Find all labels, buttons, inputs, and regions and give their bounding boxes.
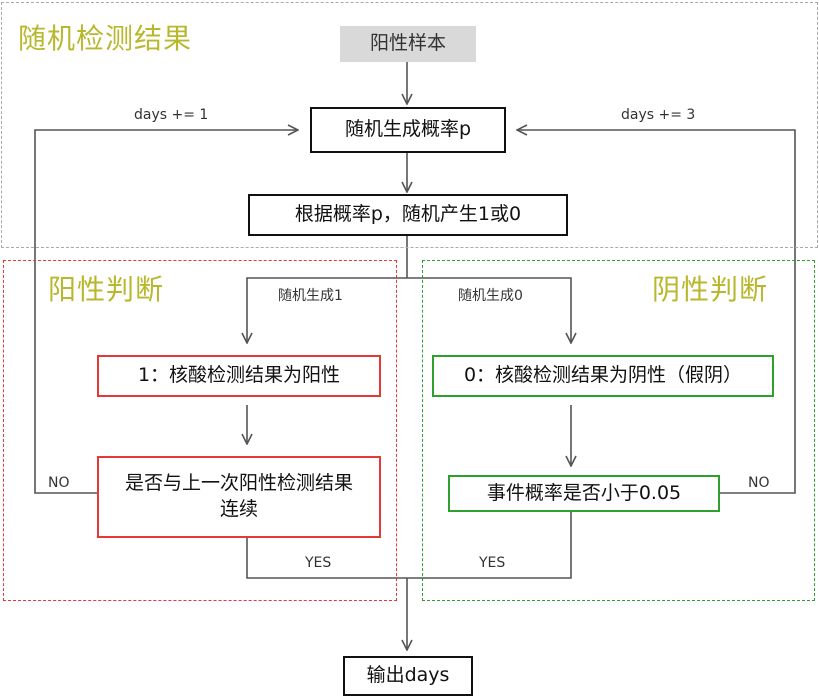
edge-pos-check-yes bbox=[246, 538, 407, 579]
gen-bit-node: 根据概率p，随机产生1或0 bbox=[248, 194, 568, 236]
output-node: 输出days bbox=[343, 656, 473, 696]
gen-p-node: 随机生成概率p bbox=[310, 107, 506, 153]
neg-result-node: 0：核酸检测结果为阴性（假阴） bbox=[432, 355, 774, 397]
positive-region-title: 阳性判断 bbox=[48, 273, 165, 306]
edge-split-to-neg bbox=[407, 277, 571, 343]
gen-0-label: 随机生成0 bbox=[458, 288, 523, 304]
days-plus-3-label: days += 3 bbox=[621, 107, 696, 123]
random-region-title: 随机检测结果 bbox=[18, 22, 193, 55]
edge-neg-check-yes bbox=[407, 512, 572, 579]
days-plus-1-label: days += 1 bbox=[134, 107, 209, 123]
start-node: 阳性样本 bbox=[340, 26, 476, 62]
pos-check-node: 是否与上一次阳性检测结果连续 bbox=[97, 456, 381, 538]
negative-region bbox=[422, 260, 815, 601]
neg-check-node: 事件概率是否小于0.05 bbox=[448, 475, 720, 512]
no-right-label: NO bbox=[748, 475, 770, 491]
no-left-label: NO bbox=[48, 475, 70, 491]
gen-1-label: 随机生成1 bbox=[278, 288, 343, 304]
edge-neg-check-no bbox=[517, 130, 796, 494]
yes-left-label: YES bbox=[305, 555, 332, 571]
yes-right-label: YES bbox=[479, 555, 506, 571]
edge-pos-check-no bbox=[34, 130, 298, 494]
random-region bbox=[1, 2, 818, 248]
negative-region-title: 阴性判断 bbox=[652, 273, 769, 306]
positive-region bbox=[3, 260, 397, 601]
pos-result-node: 1：核酸检测结果为阳性 bbox=[97, 355, 381, 397]
edge-split-to-pos bbox=[247, 277, 407, 343]
